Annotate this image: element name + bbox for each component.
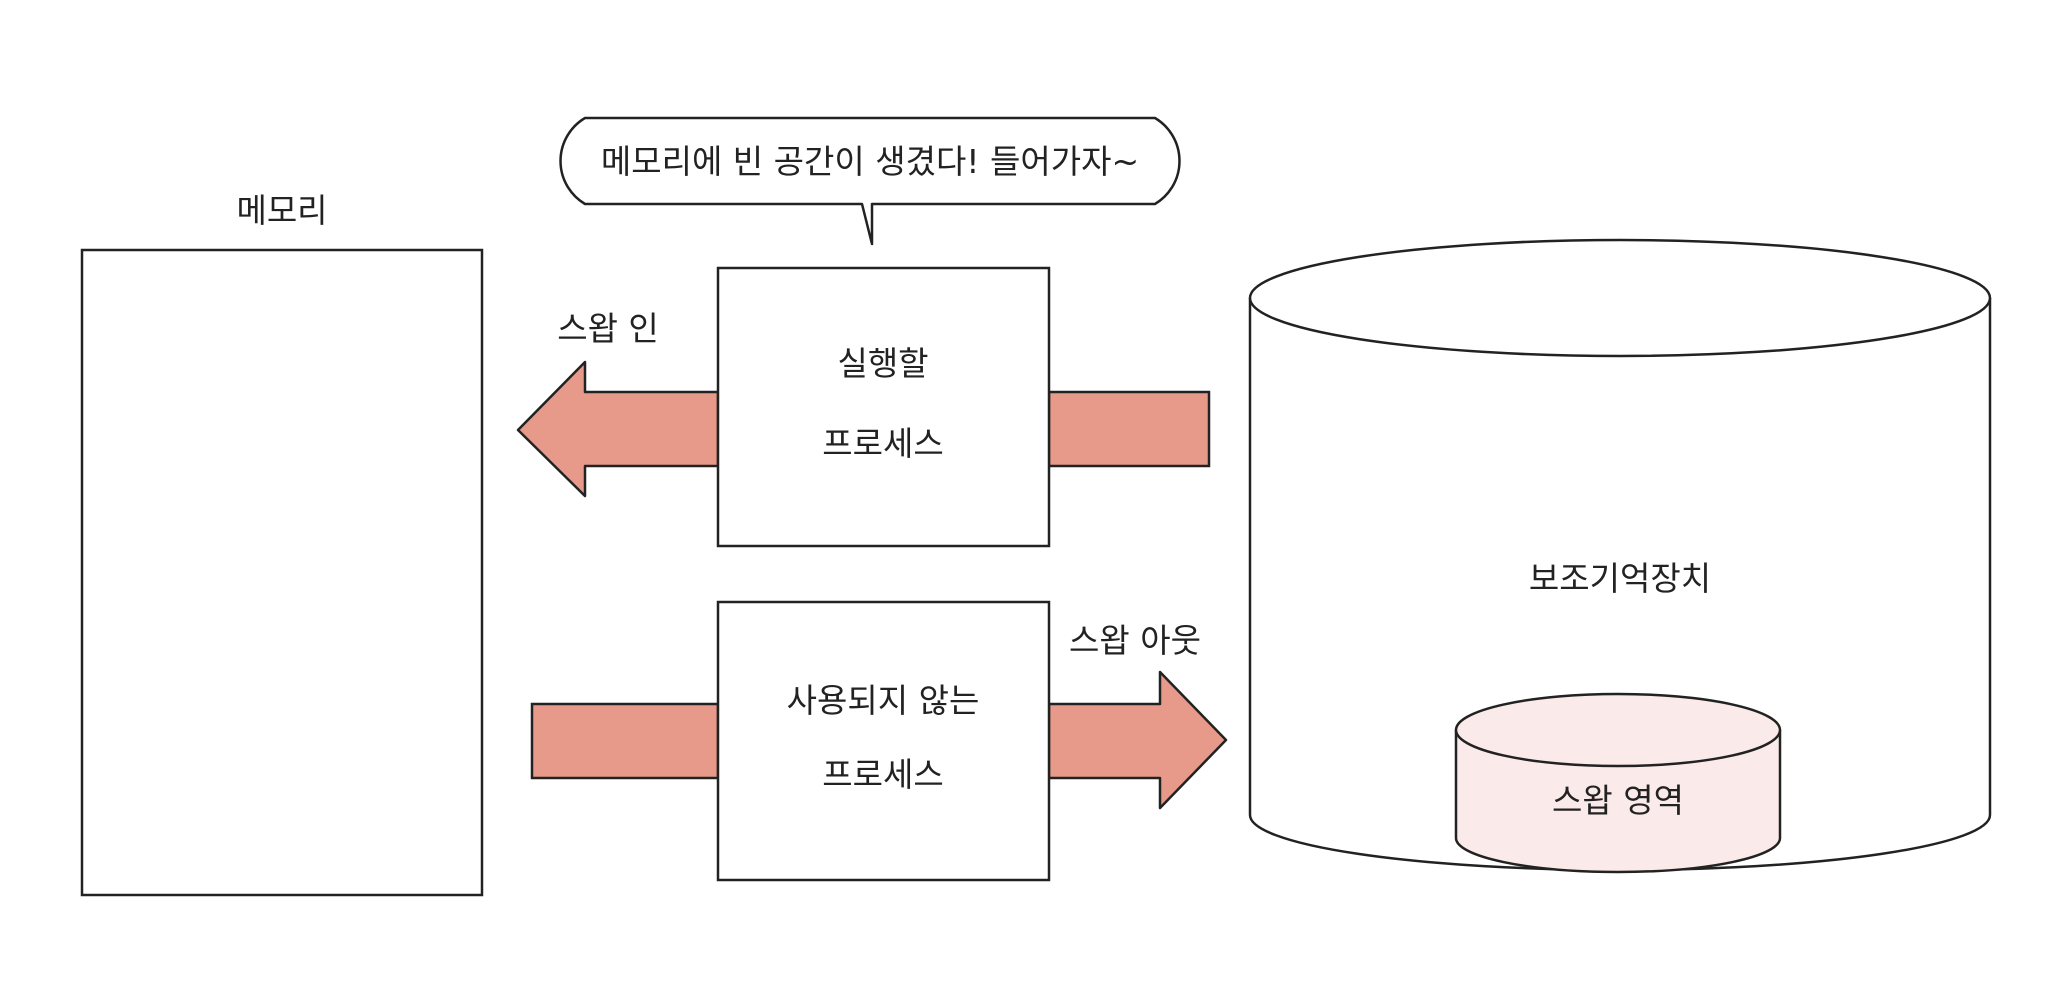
swap-out-label: 스왑 아웃 bbox=[1069, 621, 1201, 660]
swap-out-arrow: 스왑 아웃 bbox=[530, 621, 1228, 810]
storage-cylinder: 보조기억장치 bbox=[1248, 238, 1992, 872]
storage-cylinder-top bbox=[1248, 238, 1992, 358]
swap-out-arrow-tail bbox=[530, 702, 720, 780]
speech-bubble-text: 메모리에 빈 공간이 생겼다! 들어가자~ bbox=[601, 142, 1139, 181]
swap-in-label: 스왑 인 bbox=[557, 309, 659, 348]
memory-rect bbox=[80, 248, 484, 897]
swap-in-arrow: 스왑 인 bbox=[516, 309, 1211, 498]
process-out-rect bbox=[716, 600, 1051, 882]
swap-area-cylinder: 스왑 영역 bbox=[1454, 692, 1782, 874]
process-in-box: 실행할 프로세스 bbox=[716, 266, 1051, 548]
speech-bubble: 메모리에 빈 공간이 생겼다! 들어가자~ bbox=[559, 116, 1181, 246]
swap-area-label: 스왑 영역 bbox=[1552, 781, 1684, 820]
process-out-line1: 사용되지 않는 bbox=[787, 681, 980, 720]
storage-label: 보조기억장치 bbox=[1529, 559, 1711, 598]
speech-bubble-shape bbox=[559, 116, 1181, 246]
memory-block: 메모리 bbox=[80, 191, 484, 897]
process-in-line2: 프로세스 bbox=[822, 424, 943, 463]
process-in-rect bbox=[716, 266, 1051, 548]
process-out-line2: 프로세스 bbox=[822, 755, 943, 794]
memory-label: 메모리 bbox=[236, 191, 327, 230]
swap-area-body bbox=[1454, 730, 1782, 874]
swap-area-top bbox=[1454, 692, 1782, 768]
process-in-line1: 실행할 bbox=[837, 344, 928, 383]
swap-in-arrow-head bbox=[516, 360, 720, 498]
process-out-box: 사용되지 않는 프로세스 bbox=[716, 600, 1051, 882]
swap-out-arrow-head bbox=[1047, 670, 1228, 810]
swap-in-arrow-tail bbox=[1047, 390, 1211, 468]
